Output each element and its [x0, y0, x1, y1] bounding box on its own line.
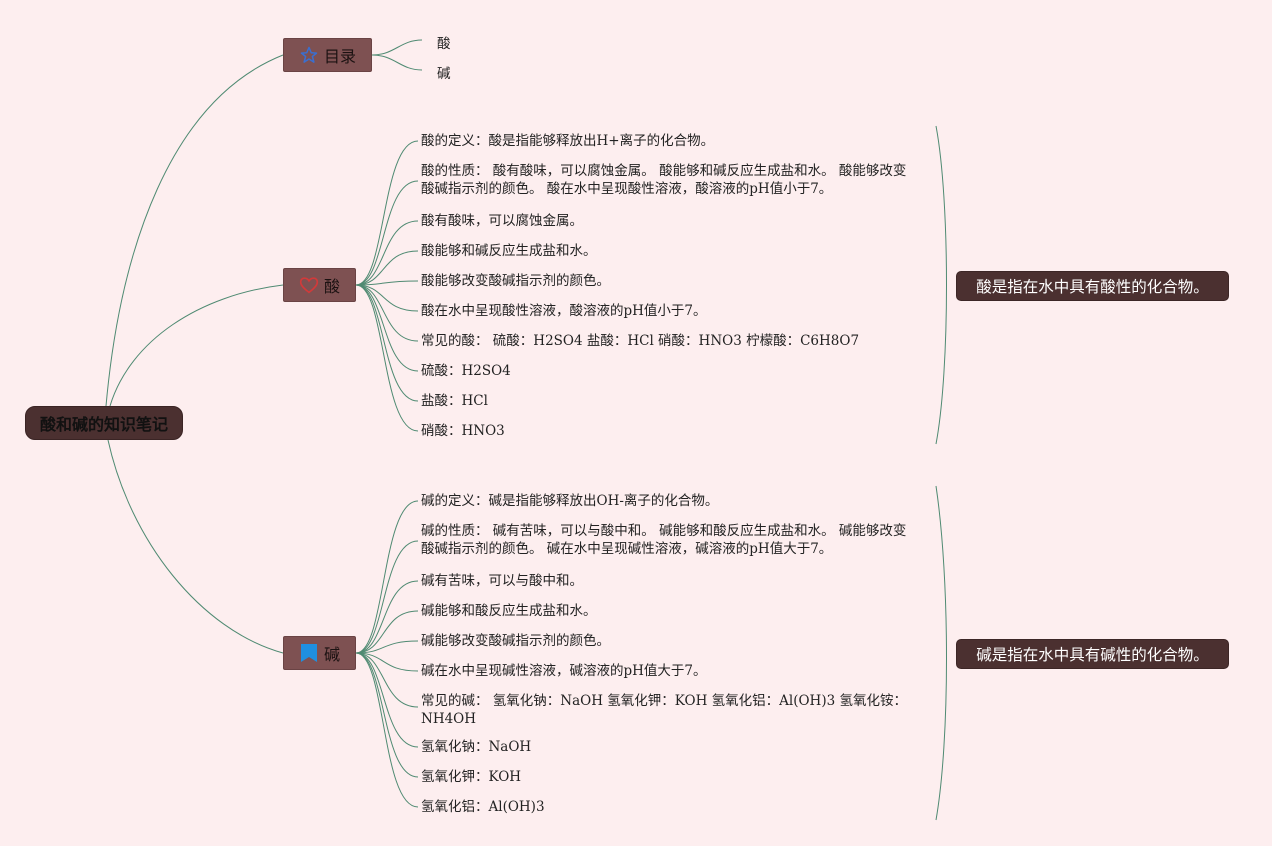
acid-connector-3 — [355, 220, 419, 286]
branch-acid[interactable]: 酸 — [283, 268, 356, 302]
branch-acid-label: 酸 — [323, 277, 340, 296]
acid-item-common[interactable]: 常见的酸： 硫酸：H2SO4 盐酸：HCl 硝酸：HNO3 柠檬酸：C6H8O7 — [421, 333, 860, 349]
base-item-indicator[interactable]: 碱能够改变酸碱指示剂的颜色。 — [421, 633, 610, 649]
base-item-properties[interactable]: 碱的性质： 碱有苦味，可以与酸中和。 碱能够和酸反应生成盐和水。 碱能够改变酸碱… — [421, 523, 907, 557]
acid-connector-7 — [355, 284, 419, 342]
base-connector-8 — [355, 652, 419, 748]
base-item-aloh3[interactable]: 氢氧化铝：Al(OH)3 — [421, 799, 545, 815]
catalog-item-base[interactable]: 碱 — [437, 66, 451, 82]
acid-item-h2so4[interactable]: 硫酸：H2SO4 — [421, 363, 511, 379]
base-connectors — [355, 500, 419, 808]
acid-connector-4 — [355, 250, 419, 286]
base-item-definition[interactable]: 碱的定义：碱是指能够释放出OH-离子的化合物。 — [421, 493, 719, 509]
heart-icon — [299, 275, 319, 295]
connector-root-acid — [109, 284, 284, 407]
base-connector-9 — [355, 652, 419, 778]
root-node[interactable]: 酸和碱的知识笔记 — [25, 406, 183, 440]
acid-item-hcl[interactable]: 盐酸：HCl — [421, 393, 488, 409]
base-item-naoh[interactable]: 氢氧化钠：NaOH — [421, 739, 532, 755]
acid-summary[interactable]: 酸是指在水中具有酸性的化合物。 — [956, 271, 1229, 301]
acid-connector-5 — [355, 280, 419, 286]
acid-item-ph[interactable]: 酸在水中呈现酸性溶液，酸溶液的pH值小于7。 — [421, 303, 707, 319]
acid-connector-2 — [355, 180, 419, 286]
star-icon — [299, 45, 319, 65]
acid-connector-6 — [355, 284, 419, 312]
connector-root-base — [107, 439, 284, 654]
base-item-reaction[interactable]: 碱能够和酸反应生成盐和水。 — [421, 603, 597, 619]
connector-catalog-leaf-1 — [371, 39, 423, 56]
base-summary-bracket — [935, 485, 947, 821]
acid-summary-text: 酸是指在水中具有酸性的化合物。 — [976, 278, 1209, 296]
acid-connector-8 — [355, 284, 419, 372]
base-summary-text: 碱是指在水中具有碱性的化合物。 — [976, 646, 1209, 664]
root-label: 酸和碱的知识笔记 — [39, 415, 168, 434]
acid-connector-9 — [355, 284, 419, 402]
catalog-item-acid[interactable]: 酸 — [437, 36, 451, 52]
acid-item-indicator[interactable]: 酸能够改变酸碱指示剂的颜色。 — [421, 273, 610, 289]
base-connector-1 — [355, 500, 419, 654]
base-connector-2 — [355, 540, 419, 654]
acid-item-definition[interactable]: 酸的定义：酸是指能够释放出H+离子的化合物。 — [421, 133, 715, 149]
base-connector-4 — [355, 610, 419, 654]
branch-catalog[interactable]: 目录 — [283, 38, 372, 72]
acid-connectors — [355, 140, 419, 432]
branch-base-label: 碱 — [323, 645, 340, 664]
base-item-ph[interactable]: 碱在水中呈现碱性溶液，碱溶液的pH值大于7。 — [421, 663, 707, 679]
base-item-taste[interactable]: 碱有苦味，可以与酸中和。 — [421, 573, 583, 589]
acid-connector-1 — [355, 140, 419, 286]
flag-icon — [299, 643, 319, 663]
acid-item-reaction[interactable]: 酸能够和碱反应生成盐和水。 — [421, 243, 597, 259]
connector-root-catalog — [105, 54, 284, 407]
base-summary[interactable]: 碱是指在水中具有碱性的化合物。 — [956, 639, 1229, 669]
base-item-common[interactable]: 常见的碱： 氢氧化钠：NaOH 氢氧化钾：KOH 氢氧化铝：Al(OH)3 氢氧… — [421, 693, 907, 727]
acid-connector-10 — [355, 284, 419, 432]
base-item-koh[interactable]: 氢氧化钾：KOH — [421, 769, 522, 785]
base-connector-7 — [355, 652, 419, 708]
connector-catalog-leaf-2 — [371, 54, 423, 71]
acid-item-taste[interactable]: 酸有酸味，可以腐蚀金属。 — [421, 213, 583, 229]
acid-item-hno3[interactable]: 硝酸：HNO3 — [421, 423, 505, 439]
branch-catalog-label: 目录 — [323, 47, 356, 66]
base-connector-10 — [355, 652, 419, 808]
base-connector-5 — [355, 640, 419, 654]
acid-summary-bracket — [935, 125, 947, 445]
branch-base[interactable]: 碱 — [283, 636, 356, 670]
base-connector-3 — [355, 580, 419, 654]
base-connector-6 — [355, 652, 419, 672]
acid-item-properties[interactable]: 酸的性质： 酸有酸味，可以腐蚀金属。 酸能够和碱反应生成盐和水。 酸能够改变酸碱… — [421, 163, 907, 197]
